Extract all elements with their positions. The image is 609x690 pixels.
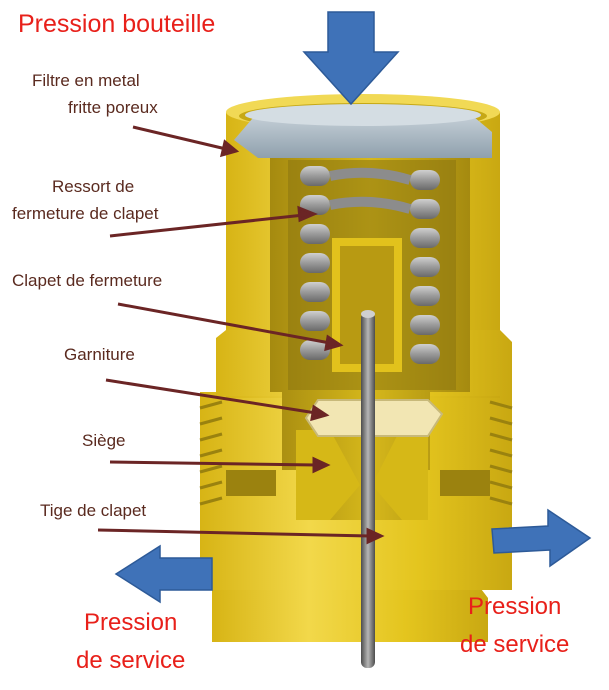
label-tige: Tige de clapet	[40, 501, 146, 520]
svg-text:fermeture de clapet: fermeture de clapet	[12, 204, 159, 223]
label-pression-service-left: Pression de service	[76, 609, 185, 674]
label-ressort: Ressort de fermeture de clapet	[12, 177, 159, 223]
sintered-filter	[234, 104, 492, 158]
svg-text:fritte poreux: fritte poreux	[68, 98, 158, 117]
svg-text:Pression: Pression	[468, 593, 561, 620]
label-filtre: Filtre en metal fritte poreux	[32, 71, 158, 117]
svg-text:Clapet de fermeture: Clapet de fermeture	[12, 271, 162, 290]
svg-text:de service: de service	[460, 631, 569, 658]
valve-stem	[361, 310, 375, 668]
label-garniture: Garniture	[64, 345, 135, 364]
svg-text:Filtre en metal: Filtre en metal	[32, 71, 140, 90]
svg-text:Pression: Pression	[84, 609, 177, 636]
flow-arrow-left-icon	[116, 546, 212, 602]
label-siege: Siège	[82, 431, 125, 450]
svg-text:Siège: Siège	[82, 431, 125, 450]
svg-text:de service: de service	[76, 647, 185, 674]
flow-arrow-down-icon	[304, 12, 398, 104]
svg-text:Tige de clapet: Tige de clapet	[40, 501, 146, 520]
svg-text:Ressort de: Ressort de	[52, 177, 134, 196]
title-pression-bouteille: Pression bouteille	[18, 10, 215, 38]
leader-filtre	[133, 127, 226, 149]
label-clapet: Clapet de fermeture	[12, 271, 162, 290]
svg-text:Garniture: Garniture	[64, 345, 135, 364]
